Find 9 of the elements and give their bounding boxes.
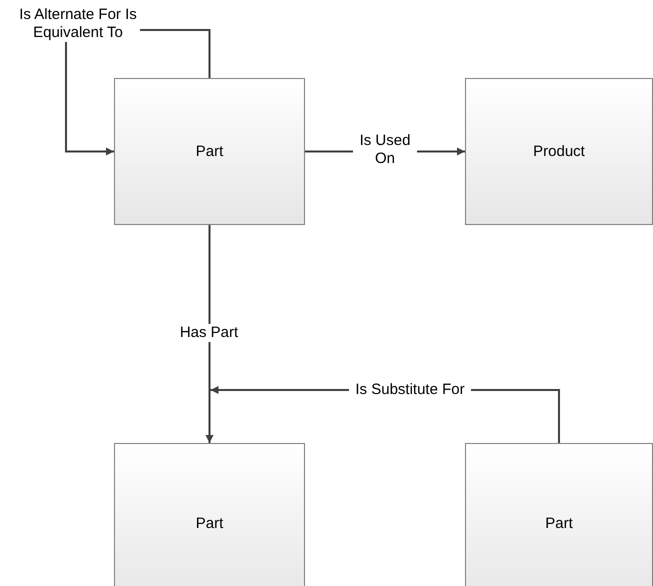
entity-box [114,78,305,225]
entity-box [114,443,305,586]
box-label: Part [545,514,573,532]
entity-box [465,443,653,586]
entity-box [465,78,653,225]
box-label: Product [533,143,585,160]
arrow [206,225,214,443]
box-label: Part [196,143,224,160]
box-label: Part [196,514,224,532]
